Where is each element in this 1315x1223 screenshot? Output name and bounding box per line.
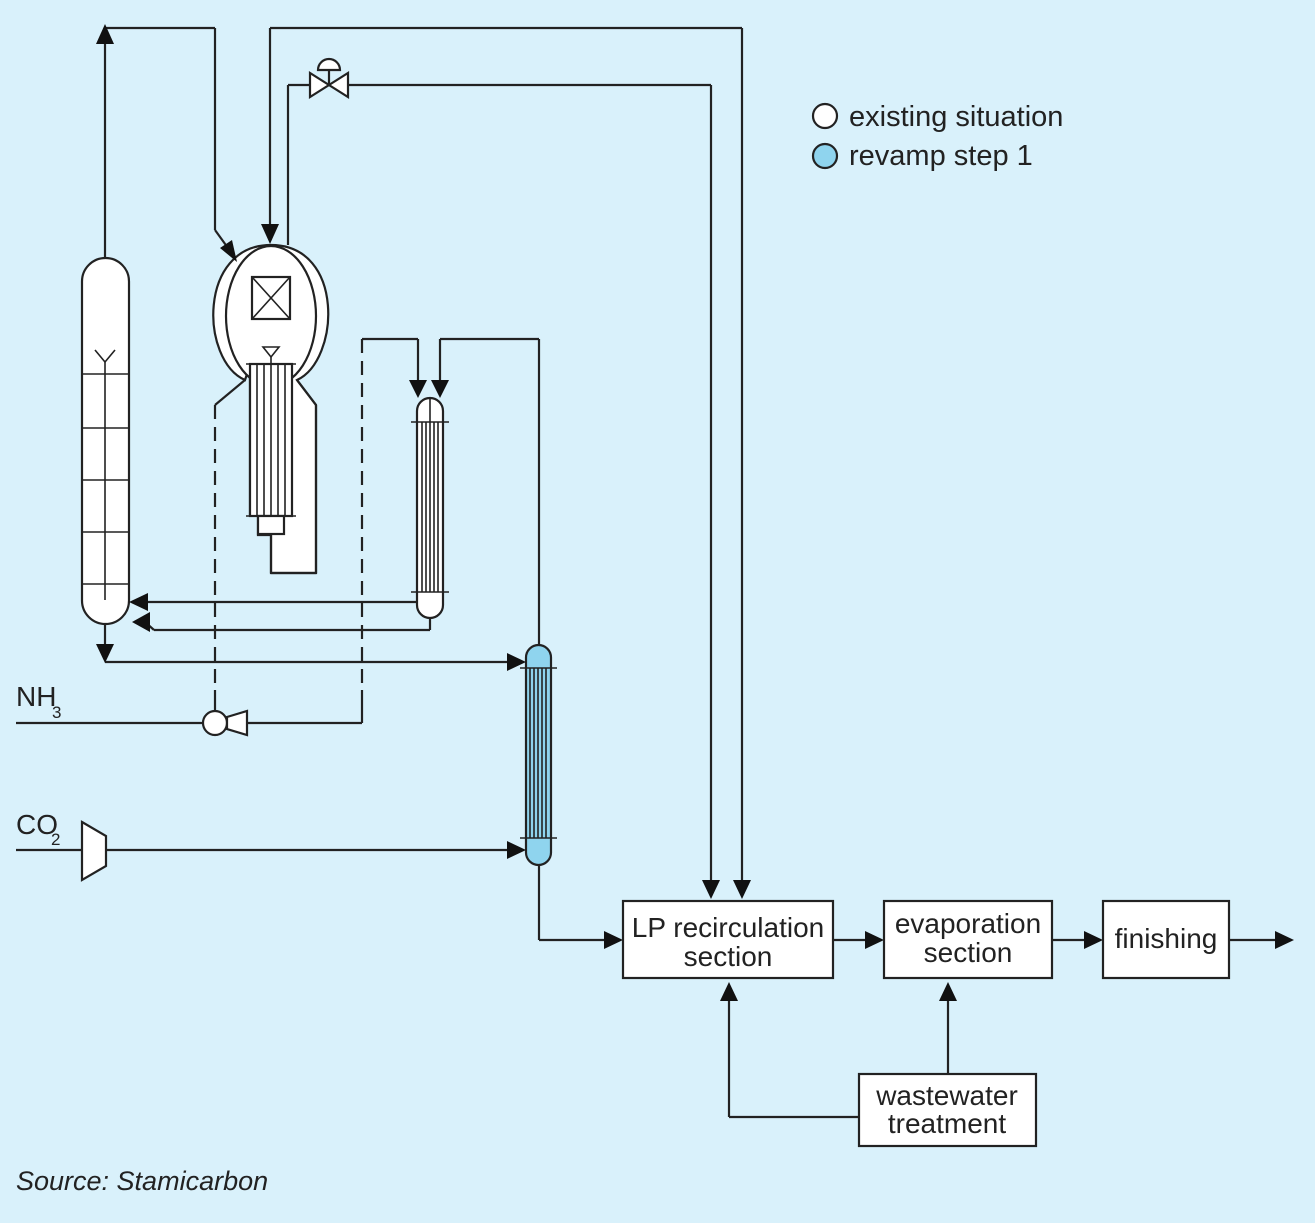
legend-existing-swatch (811, 102, 839, 130)
finishing-box: finishing (1101, 899, 1231, 980)
finishing-label: finishing (1115, 923, 1218, 954)
evaporation-box: evaporation section (882, 899, 1054, 980)
legend-revamp-label: revamp step 1 (849, 140, 1033, 172)
compressor-icon (80, 820, 108, 882)
legend: existing situation revamp step 1 (811, 101, 1063, 172)
evap-line2: section (924, 937, 1013, 968)
legend-existing-label: existing situation (849, 101, 1063, 133)
lp-line2: section (684, 941, 773, 972)
arrowheads (96, 24, 1294, 1001)
nh3-subscript: 3 (52, 703, 61, 722)
legend-revamp-swatch (811, 142, 839, 170)
ww-line1: wastewater (875, 1080, 1018, 1111)
piping (16, 26, 1276, 1119)
lp-recirculation-box: LP recirculation section (621, 899, 835, 980)
condenser (411, 396, 449, 620)
co2-label: CO (16, 809, 58, 840)
wastewater-box: wastewater treatment (857, 1072, 1038, 1148)
control-valve-icon (308, 57, 350, 99)
stripper-revamp (520, 643, 557, 867)
ww-line2: treatment (888, 1108, 1006, 1139)
source-caption: Source: Stamicarbon (16, 1166, 268, 1196)
co2-feed-label: CO 2 (16, 809, 60, 849)
nh3-label: NH (16, 681, 56, 712)
evap-line1: evaporation (895, 908, 1041, 939)
scrubber-column (80, 256, 131, 626)
lp-line1: LP recirculation (632, 912, 824, 943)
nh3-feed-label: NH 3 (16, 681, 61, 722)
pump-icon (201, 709, 249, 737)
reactor (212, 243, 330, 690)
co2-subscript: 2 (51, 830, 60, 849)
